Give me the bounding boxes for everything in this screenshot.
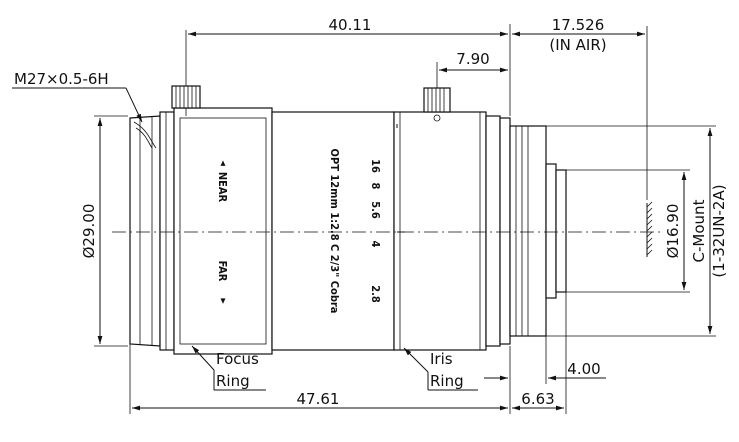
focus-lock-screw [171,85,201,116]
focus-ring-callout: Focus Ring [191,345,266,391]
focus-far-label: FAR [216,261,229,282]
dim-back-length: 6.63 [512,292,567,414]
dim-mount-depth-value: 4.00 [567,360,600,378]
dim-c-mount-label: C-Mount [690,199,708,262]
dim-flange-focal: 17.526 (IN AIR) [512,16,648,200]
focus-near-label: NEAR [216,172,229,203]
dim-back-length-value: 6.63 [521,390,554,408]
near-arrow: ▴ [221,156,226,169]
dim-mount-depth: 4.00 [484,336,606,414]
iris-ring-callout: Iris Ring [403,347,478,391]
dim-diameter-value: Ø29.00 [80,204,98,259]
dim-length-top: 40.11 [185,16,511,116]
dim-screw-offset: 7.90 [436,50,508,88]
dim-image-dia-value: Ø16.90 [664,204,682,259]
dim-diameter: Ø29.00 [80,115,128,347]
image-plane [646,201,653,257]
f-stop-8: 8 [369,183,382,190]
iris-ring-label-line1: Iris [430,350,453,368]
dim-image-dia: Ø16.90 [566,169,690,293]
dim-total-length-value: 47.61 [297,390,340,408]
dim-total-length: 47.61 [129,344,508,414]
f-stop-16: 16 [369,159,382,173]
f-stop-4: 4 [369,241,382,248]
dim-flange-note: (IN AIR) [549,36,606,54]
dim-c-mount: C-Mount (1-32UN-2A) [546,125,728,337]
lens-body [129,85,567,355]
focus-ring [173,107,273,355]
dim-flange-focal-value: 17.526 [552,16,605,34]
model-engraving: OPT 12mm 1:2.8 C 2/3" Cobra [328,149,341,314]
iris-ring-label-line2: Ring [430,372,464,390]
focus-ring-label-line2: Ring [216,372,250,390]
dim-screw-offset-value: 7.90 [456,50,489,68]
dim-c-mount-thread-spec: (1-32UN-2A) [710,184,728,277]
far-arrow: ▾ [221,294,226,307]
thread-callout: M27×0.5-6H [12,70,143,123]
f-stop-5-6: 5.6 [369,201,382,219]
dim-length-top-value: 40.11 [329,16,372,34]
focus-ring-label-line1: Focus [216,350,259,368]
thread-callout-value: M27×0.5-6H [14,70,109,88]
f-stop-2-8: 2.8 [369,285,382,303]
lens-barrel [271,111,395,351]
iris-ring [393,111,487,351]
